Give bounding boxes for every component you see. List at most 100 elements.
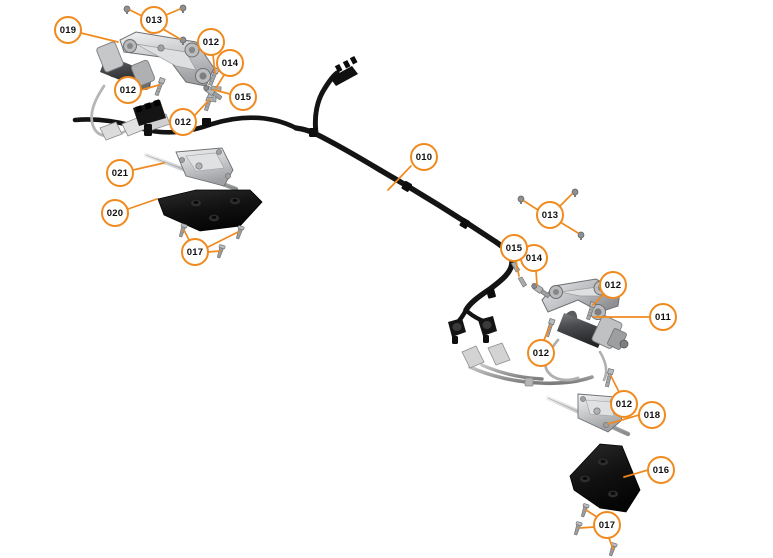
- callout-label: 012: [203, 37, 219, 48]
- callout-clip-left[interactable]: 015: [213, 83, 257, 111]
- screw-017-left-3: [216, 244, 226, 259]
- callout-label: 013: [146, 15, 162, 26]
- callout-bubble[interactable]: [101, 199, 129, 227]
- bolt-013-left-3: [179, 36, 187, 45]
- leader-line: [183, 229, 190, 241]
- callout-bolt-upper-left[interactable]: 012: [197, 28, 225, 74]
- screw-017-left-1: [178, 223, 188, 238]
- callout-label: 021: [112, 168, 129, 179]
- leader-line: [523, 200, 539, 211]
- callout-bolt-right-lower-left[interactable]: 012: [527, 325, 555, 367]
- callout-bolt-right-bottom[interactable]: 012: [610, 375, 638, 418]
- leader-line: [207, 250, 221, 253]
- callout-label: 014: [526, 253, 543, 264]
- callout-label: 013: [542, 210, 558, 221]
- bolt-012-d: [585, 301, 597, 321]
- left-harness-plug: [133, 99, 166, 136]
- callout-label: 016: [653, 465, 669, 476]
- leader-line: [165, 8, 181, 16]
- callout-cowl-panel-right[interactable]: 016: [623, 456, 675, 484]
- callout-bubble[interactable]: [638, 401, 666, 429]
- leader-line: [610, 375, 620, 393]
- callout-linkage-pin-left[interactable]: 014: [215, 49, 244, 89]
- screw-017-right-3: [608, 542, 618, 557]
- callout-bolt-left-harness[interactable]: 012: [169, 99, 210, 136]
- screw-017-right-2: [573, 521, 583, 536]
- callout-bubble[interactable]: [181, 238, 209, 266]
- harness-top-connector: [330, 55, 358, 86]
- callout-bubble[interactable]: [649, 303, 677, 331]
- bolt-012-b: [154, 76, 166, 97]
- leader-line: [132, 162, 165, 171]
- callout-label: 020: [107, 208, 123, 219]
- leader-line: [80, 32, 119, 43]
- callout-bubble[interactable]: [610, 390, 638, 418]
- callout-bolt-set-left[interactable]: 013: [129, 6, 181, 40]
- callout-label: 010: [416, 152, 432, 163]
- bolt-013-left-2: [179, 4, 187, 13]
- callout-label: 012: [533, 348, 549, 359]
- leader-line: [559, 221, 579, 234]
- harness-black-connectors: [448, 316, 497, 344]
- callout-bracket-left[interactable]: 021: [106, 159, 165, 187]
- callout-bubble[interactable]: [216, 49, 244, 77]
- callout-bubble[interactable]: [410, 143, 438, 171]
- leader-line: [212, 54, 216, 74]
- callout-bubble[interactable]: [169, 108, 197, 136]
- callout-bubble[interactable]: [106, 159, 134, 187]
- callout-label: 015: [235, 92, 252, 103]
- leader-line: [162, 28, 181, 40]
- callout-screw-set-left[interactable]: 017: [181, 229, 239, 266]
- callout-clip-right[interactable]: 015: [500, 234, 528, 277]
- callout-label: 019: [60, 25, 76, 36]
- leader-line: [127, 198, 158, 210]
- callout-bubble[interactable]: [536, 201, 564, 229]
- part-019-wiper-motor-left: [90, 31, 215, 141]
- leader-line: [515, 260, 520, 277]
- callout-label: 012: [120, 85, 136, 96]
- callout-label: 017: [187, 247, 203, 258]
- callout-wiring-harness[interactable]: 010: [387, 143, 438, 191]
- motor-body-left: [96, 41, 156, 90]
- harness-clips: [202, 118, 496, 299]
- callout-wiper-motor-right[interactable]: 011: [593, 303, 677, 331]
- leader-line: [193, 99, 210, 117]
- part-020-cowl-panel-left: [157, 189, 263, 232]
- callout-label: 018: [644, 410, 660, 421]
- callout-bubble[interactable]: [229, 83, 257, 111]
- callout-wiper-motor-left[interactable]: 019: [54, 16, 119, 44]
- callout-bracket-right[interactable]: 018: [607, 401, 666, 429]
- leader-line: [585, 509, 598, 518]
- callout-label: 014: [222, 58, 239, 69]
- leader-line: [213, 89, 231, 95]
- callout-label: 015: [506, 243, 523, 254]
- pin-014-right: [531, 283, 551, 298]
- callout-bubble[interactable]: [140, 6, 168, 34]
- callout-label: 012: [175, 117, 191, 128]
- harness-grey-pigtails: [461, 342, 594, 387]
- callout-bolt-left-lower[interactable]: 012: [114, 76, 160, 104]
- callout-bubble[interactable]: [527, 339, 555, 367]
- callout-bubble[interactable]: [197, 28, 225, 56]
- callout-bolt-right-upper[interactable]: 012: [592, 271, 627, 306]
- callout-bubble[interactable]: [500, 234, 528, 262]
- callout-bubble[interactable]: [599, 271, 627, 299]
- callout-bubble[interactable]: [593, 511, 621, 539]
- leader-line: [608, 537, 614, 550]
- callout-layer: 0100110120120120120120120130130140140150…: [54, 6, 677, 550]
- callout-bubble[interactable]: [114, 76, 142, 104]
- callout-bolt-set-right[interactable]: 013: [523, 193, 579, 234]
- bolt-013-right-1: [517, 195, 525, 204]
- callout-bubble[interactable]: [54, 16, 82, 44]
- bolt-012-f: [604, 368, 615, 388]
- callout-bubble[interactable]: [647, 456, 675, 484]
- callout-screw-set-right[interactable]: 017: [579, 509, 621, 550]
- callout-cowl-panel-left[interactable]: 020: [101, 198, 158, 227]
- part-016-cowl-panel-right: [569, 443, 641, 513]
- leader-line: [559, 193, 573, 207]
- leader-line: [140, 84, 160, 91]
- leader-line: [592, 293, 605, 306]
- motor-body-right: [557, 310, 629, 350]
